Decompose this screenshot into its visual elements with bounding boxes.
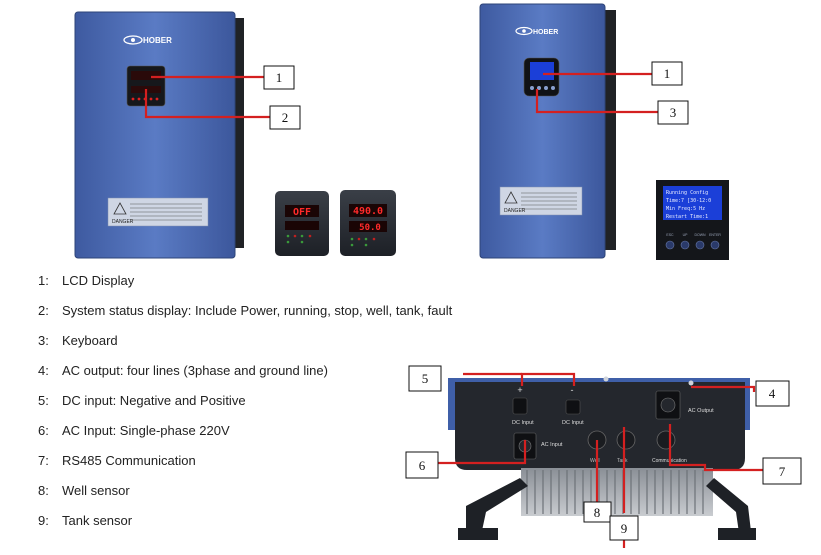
callout-box-2: 2 bbox=[269, 105, 301, 130]
status-panel-off: OFF bbox=[275, 191, 329, 256]
warning-triangle-icon-right bbox=[504, 191, 518, 204]
warning-triangle-icon bbox=[113, 202, 127, 215]
key-label-down: DOWN bbox=[694, 233, 706, 237]
key-up-icon bbox=[680, 240, 690, 250]
tank-sensor-connector bbox=[616, 430, 636, 450]
callout-lines bbox=[144, 72, 763, 548]
callout-box-5: 5 bbox=[408, 365, 442, 392]
callout-box-8: 8 bbox=[583, 501, 612, 523]
key-label-esc: ESC bbox=[666, 233, 674, 237]
brand-logo-icon-right bbox=[515, 26, 533, 36]
status-panel-running: 490.0 50.0 bbox=[340, 190, 396, 256]
dc-input-1-connector bbox=[512, 397, 528, 415]
legend-number: 6: bbox=[38, 423, 49, 438]
callout-box-9: 9 bbox=[609, 515, 639, 541]
callout-box-6: 6 bbox=[405, 451, 439, 479]
legend-text: Tank sensor bbox=[62, 513, 133, 528]
callout-label-1a: 1 bbox=[276, 70, 283, 85]
legend-number: 9: bbox=[38, 513, 49, 528]
legend-number: 5: bbox=[38, 393, 49, 408]
legend-number: 1: bbox=[38, 273, 49, 288]
legend-item-9: 9: Tank sensor bbox=[38, 513, 132, 528]
ac-output-connector bbox=[655, 390, 681, 420]
ac-output-label: AC Output bbox=[688, 408, 714, 414]
legend-text: AC output: four lines (3phase and ground… bbox=[62, 363, 328, 378]
inverter-right: HOBER DANGER bbox=[479, 3, 616, 259]
dc-plus-sign: + bbox=[517, 385, 522, 395]
panel-display-freq: 50.0 bbox=[359, 223, 381, 233]
callout-label-4: 4 bbox=[769, 386, 776, 401]
key-enter-icon bbox=[710, 240, 720, 250]
dc-input-2-label: DC Input bbox=[562, 420, 584, 426]
ac-input-label: AC Input bbox=[541, 442, 563, 448]
lcd-zoom: Running Config Time:7 [30-12:0 Min Freq:… bbox=[656, 180, 729, 260]
legend-text: Keyboard bbox=[62, 333, 118, 348]
legend-number: 8: bbox=[38, 483, 49, 498]
callout-box-4: 4 bbox=[755, 380, 790, 407]
legend-item-5: 5: DC input: Negative and Positive bbox=[38, 393, 246, 408]
lcd-line-2: Time:7 [30-12:0 bbox=[666, 198, 711, 204]
danger-label-right: DANGER bbox=[504, 208, 526, 214]
brand-logo-icon bbox=[123, 35, 143, 45]
tank-label: Tank bbox=[617, 458, 628, 464]
legend-text: DC input: Negative and Positive bbox=[62, 393, 246, 408]
key-esc-icon bbox=[665, 240, 675, 250]
brand-label: HOBER bbox=[143, 36, 172, 45]
callout-label-1b: 1 bbox=[664, 66, 671, 81]
inverter-left: HOBER DANGER bbox=[74, 11, 244, 259]
legend-item-1: 1: LCD Display bbox=[38, 273, 134, 288]
key-label-up: UP bbox=[683, 233, 689, 237]
callout-label-8: 8 bbox=[594, 505, 601, 520]
legend-number: 2: bbox=[38, 303, 49, 318]
callout-label-6: 6 bbox=[419, 458, 426, 473]
legend-text: LCD Display bbox=[62, 273, 135, 288]
danger-label: DANGER bbox=[112, 219, 134, 225]
dc-input-1-label: DC Input bbox=[512, 420, 534, 426]
legend-item-3: 3: Keyboard bbox=[38, 333, 118, 348]
legend-item-8: 8: Well sensor bbox=[38, 483, 130, 498]
dc-input-2-connector bbox=[565, 399, 581, 415]
legend-item-6: 6: AC Input: Single-phase 220V bbox=[38, 423, 230, 438]
callout-label-5: 5 bbox=[422, 371, 429, 386]
lcd-line-4: Restart Time:1 bbox=[666, 214, 708, 220]
well-label: Well bbox=[590, 458, 600, 464]
legend-item-2: 2: System status display: Include Power, … bbox=[38, 303, 452, 318]
callout-box-3: 3 bbox=[657, 100, 689, 125]
key-label-enter: ENTER bbox=[709, 233, 721, 237]
callout-label-3: 3 bbox=[670, 105, 677, 120]
legend-text: RS485 Communication bbox=[62, 453, 196, 468]
key-down-icon bbox=[695, 240, 705, 250]
panel-display-voltage: 490.0 bbox=[353, 206, 383, 217]
legend-text: Well sensor bbox=[62, 483, 130, 498]
callout-box-1a: 1 bbox=[263, 65, 295, 90]
callout-label-9: 9 bbox=[621, 521, 628, 536]
callout-box-7: 7 bbox=[762, 457, 802, 485]
brand-label-right: HOBER bbox=[533, 29, 558, 36]
dc-minus-sign: - bbox=[571, 385, 574, 395]
danger-label-sticker: DANGER bbox=[107, 197, 209, 227]
legend-item-7: 7: RS485 Communication bbox=[38, 453, 196, 468]
legend-number: 4: bbox=[38, 363, 49, 378]
callout-label-7: 7 bbox=[779, 464, 786, 479]
callout-label-2: 2 bbox=[282, 110, 289, 125]
legend-number: 3: bbox=[38, 333, 49, 348]
callout-box-1b: 1 bbox=[651, 61, 683, 86]
danger-label-sticker-right: DANGER bbox=[499, 186, 583, 216]
legend-number: 7: bbox=[38, 453, 49, 468]
lcd-line-3: Min Freq:5 Hz bbox=[666, 206, 705, 212]
lcd-line-1: Running Config bbox=[666, 190, 708, 196]
communication-connector bbox=[656, 430, 676, 450]
panel-display-off: OFF bbox=[293, 207, 311, 218]
legend-text: AC Input: Single-phase 220V bbox=[62, 423, 230, 438]
legend-text: System status display: Include Power, ru… bbox=[62, 303, 453, 318]
legend-item-4: 4: AC output: four lines (3phase and grou… bbox=[38, 363, 328, 378]
